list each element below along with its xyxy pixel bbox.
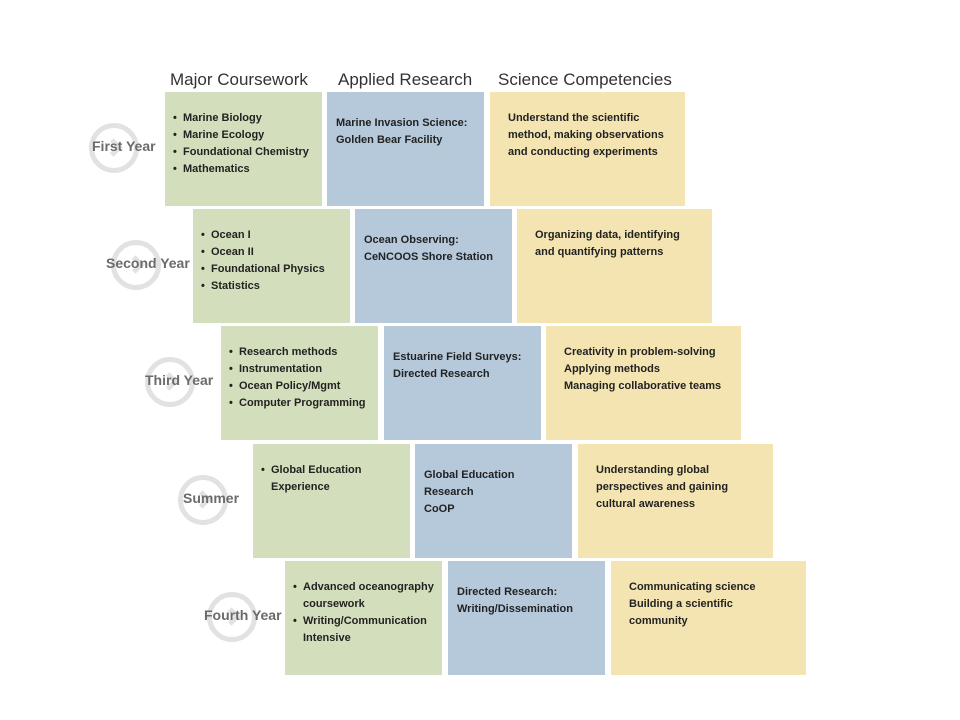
coursework-item: Foundational Chemistry <box>173 144 314 161</box>
competency-line: and conducting experiments <box>508 146 658 158</box>
coursework-item: Ocean II <box>201 244 342 261</box>
coursework-box: Ocean IOcean IIFoundational PhysicsStati… <box>193 209 350 323</box>
coursework-item: Computer Programming <box>229 395 370 412</box>
research-line: Golden Bear Facility <box>336 134 443 146</box>
research-box: Marine Invasion Science: Golden Bear Faci… <box>327 92 484 206</box>
research-box: Ocean Observing: CeNCOOS Shore Station <box>355 209 512 323</box>
coursework-item: Research methods <box>229 344 370 361</box>
research-line: Global Education Research <box>424 469 515 498</box>
coursework-list: Marine BiologyMarine EcologyFoundational… <box>173 110 314 178</box>
research-line: Marine Invasion Science: <box>336 117 468 129</box>
competency-line: Organizing data, identifying <box>535 229 680 241</box>
column-header-research: Applied Research <box>338 70 473 89</box>
research-line: Writing/Dissemination <box>457 603 573 615</box>
coursework-item: Marine Biology <box>173 110 314 127</box>
coursework-item: Writing/Communication Intensive <box>293 613 434 647</box>
coursework-item: Ocean Policy/Mgmt <box>229 378 370 395</box>
competencies-box: Organizing data, identifying and quantify… <box>517 209 712 323</box>
research-box: Directed Research: Writing/Dissemination <box>448 561 605 675</box>
coursework-item: Global Education Experience <box>261 462 402 496</box>
row-label: Fourth Year <box>204 607 282 623</box>
chevron-circle-icon <box>111 240 161 290</box>
row-4: Fourth Year Advanced oceanography coursew… <box>0 561 960 675</box>
competencies-box: Understand the scientific method, making … <box>490 92 685 206</box>
competency-line: Building a scientific community <box>629 598 733 627</box>
chevron-circle-icon <box>145 357 195 407</box>
competency-line: cultural awareness <box>596 498 696 510</box>
coursework-item: Statistics <box>201 278 342 295</box>
competency-line: perspectives and gaining <box>596 481 729 493</box>
column-header-competencies: Science Competencies <box>498 70 672 89</box>
research-line: Estuarine Field Surveys: <box>393 351 522 363</box>
coursework-box: Marine BiologyMarine EcologyFoundational… <box>165 92 322 206</box>
coursework-list: Advanced oceanography courseworkWriting/… <box>293 579 434 647</box>
research-line: CoOP <box>424 503 455 515</box>
coursework-box: Global Education Experience <box>253 444 410 558</box>
coursework-box: Advanced oceanography courseworkWriting/… <box>285 561 442 675</box>
competency-line: and quantifying patterns <box>535 246 664 258</box>
research-line: Directed Research <box>393 368 490 380</box>
research-line: CeNCOOS Shore Station <box>364 251 493 263</box>
coursework-list: Global Education Experience <box>261 462 402 496</box>
coursework-item: Advanced oceanography coursework <box>293 579 434 613</box>
research-line: Ocean Observing: <box>364 234 459 246</box>
coursework-list: Ocean IOcean IIFoundational PhysicsStati… <box>201 227 342 295</box>
coursework-item: Ocean I <box>201 227 342 244</box>
chevron-circle-icon <box>207 592 257 642</box>
coursework-item: Marine Ecology <box>173 127 314 144</box>
competency-line: method, making observations <box>508 129 664 141</box>
row-1: Second Year Ocean IOcean IIFoundational P… <box>0 209 960 323</box>
row-2: Third Year Research methodsInstrumentatio… <box>0 326 960 440</box>
research-box: Estuarine Field Surveys: Directed Researc… <box>384 326 541 440</box>
competency-line: Creativity in problem-solving <box>564 346 716 358</box>
row-label: Summer <box>183 490 240 506</box>
competencies-box: Understanding global perspectives and gai… <box>578 444 773 558</box>
column-header-coursework: Major Coursework <box>170 70 308 89</box>
research-line: Directed Research: <box>457 586 558 598</box>
competency-line: Understand the scientific <box>508 112 640 124</box>
competency-line: Applying methods <box>564 363 660 375</box>
coursework-item: Foundational Physics <box>201 261 342 278</box>
row-label: Third Year <box>145 372 214 388</box>
row-0: First Year Marine BiologyMarine EcologyFo… <box>0 92 960 206</box>
coursework-item: Instrumentation <box>229 361 370 378</box>
coursework-box: Research methodsInstrumentationOcean Pol… <box>221 326 378 440</box>
competency-line: Understanding global <box>596 464 710 476</box>
row-label: First Year <box>92 138 156 154</box>
competency-line: Communicating science <box>629 581 756 593</box>
coursework-list: Research methodsInstrumentationOcean Pol… <box>229 344 370 412</box>
competency-line: Managing collaborative teams <box>564 380 722 392</box>
coursework-item: Mathematics <box>173 161 314 178</box>
chevron-circle-icon <box>178 475 228 525</box>
row-3: Summer Global Education Experience Global … <box>0 444 960 558</box>
row-label: Second Year <box>106 255 190 271</box>
chevron-circle-icon <box>89 123 139 173</box>
